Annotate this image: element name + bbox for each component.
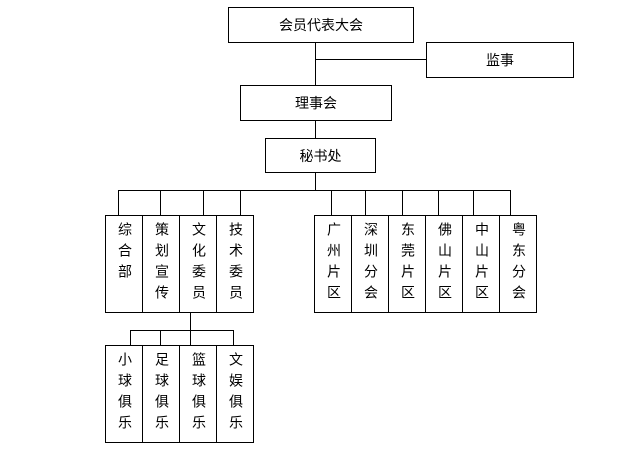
- department-box: 文化委员: [179, 215, 217, 313]
- secretariat-label: 秘书处: [299, 148, 342, 165]
- club-box: 小球俱乐: [105, 345, 143, 443]
- region-box: 佛山片区: [425, 215, 463, 313]
- club-box: 篮球俱乐: [179, 345, 217, 443]
- club-box: 文娱俱乐: [216, 345, 254, 443]
- supervisor-label: 监事: [486, 53, 514, 69]
- region-label: 粤东分会: [510, 222, 526, 306]
- council-box: 理事会: [240, 85, 392, 121]
- region-label: 深圳分会: [362, 222, 378, 306]
- department-label: 策划宣传: [153, 222, 169, 306]
- department-box: 综合部: [105, 215, 143, 313]
- club-label: 小球俱乐: [116, 352, 132, 436]
- department-box: 技术委员: [216, 215, 254, 313]
- region-label: 广州片区: [325, 222, 341, 306]
- council-label: 理事会: [295, 96, 337, 112]
- club-label: 文娱俱乐: [227, 352, 243, 436]
- region-box: 广州片区: [314, 215, 352, 313]
- general-assembly-label: 会员代表大会: [279, 18, 363, 34]
- club-label: 篮球俱乐: [190, 352, 206, 436]
- region-box: 深圳分会: [351, 215, 389, 313]
- region-box: 东莞片区: [388, 215, 426, 313]
- department-box: 策划宣传: [142, 215, 180, 313]
- region-label: 佛山片区: [436, 222, 452, 306]
- supervisor-box: 监事: [426, 42, 574, 78]
- club-label: 足球俱乐: [153, 352, 169, 436]
- secretariat-box: 秘书处: [265, 138, 376, 173]
- department-label: 综合部: [116, 222, 132, 285]
- region-box: 粤东分会: [499, 215, 537, 313]
- department-label: 技术委员: [227, 222, 243, 306]
- department-label: 文化委员: [190, 222, 206, 306]
- region-box: 中山片区: [462, 215, 500, 313]
- general-assembly-box: 会员代表大会: [228, 7, 414, 43]
- region-label: 中山片区: [473, 222, 489, 306]
- club-box: 足球俱乐: [142, 345, 180, 443]
- region-label: 东莞片区: [399, 222, 415, 306]
